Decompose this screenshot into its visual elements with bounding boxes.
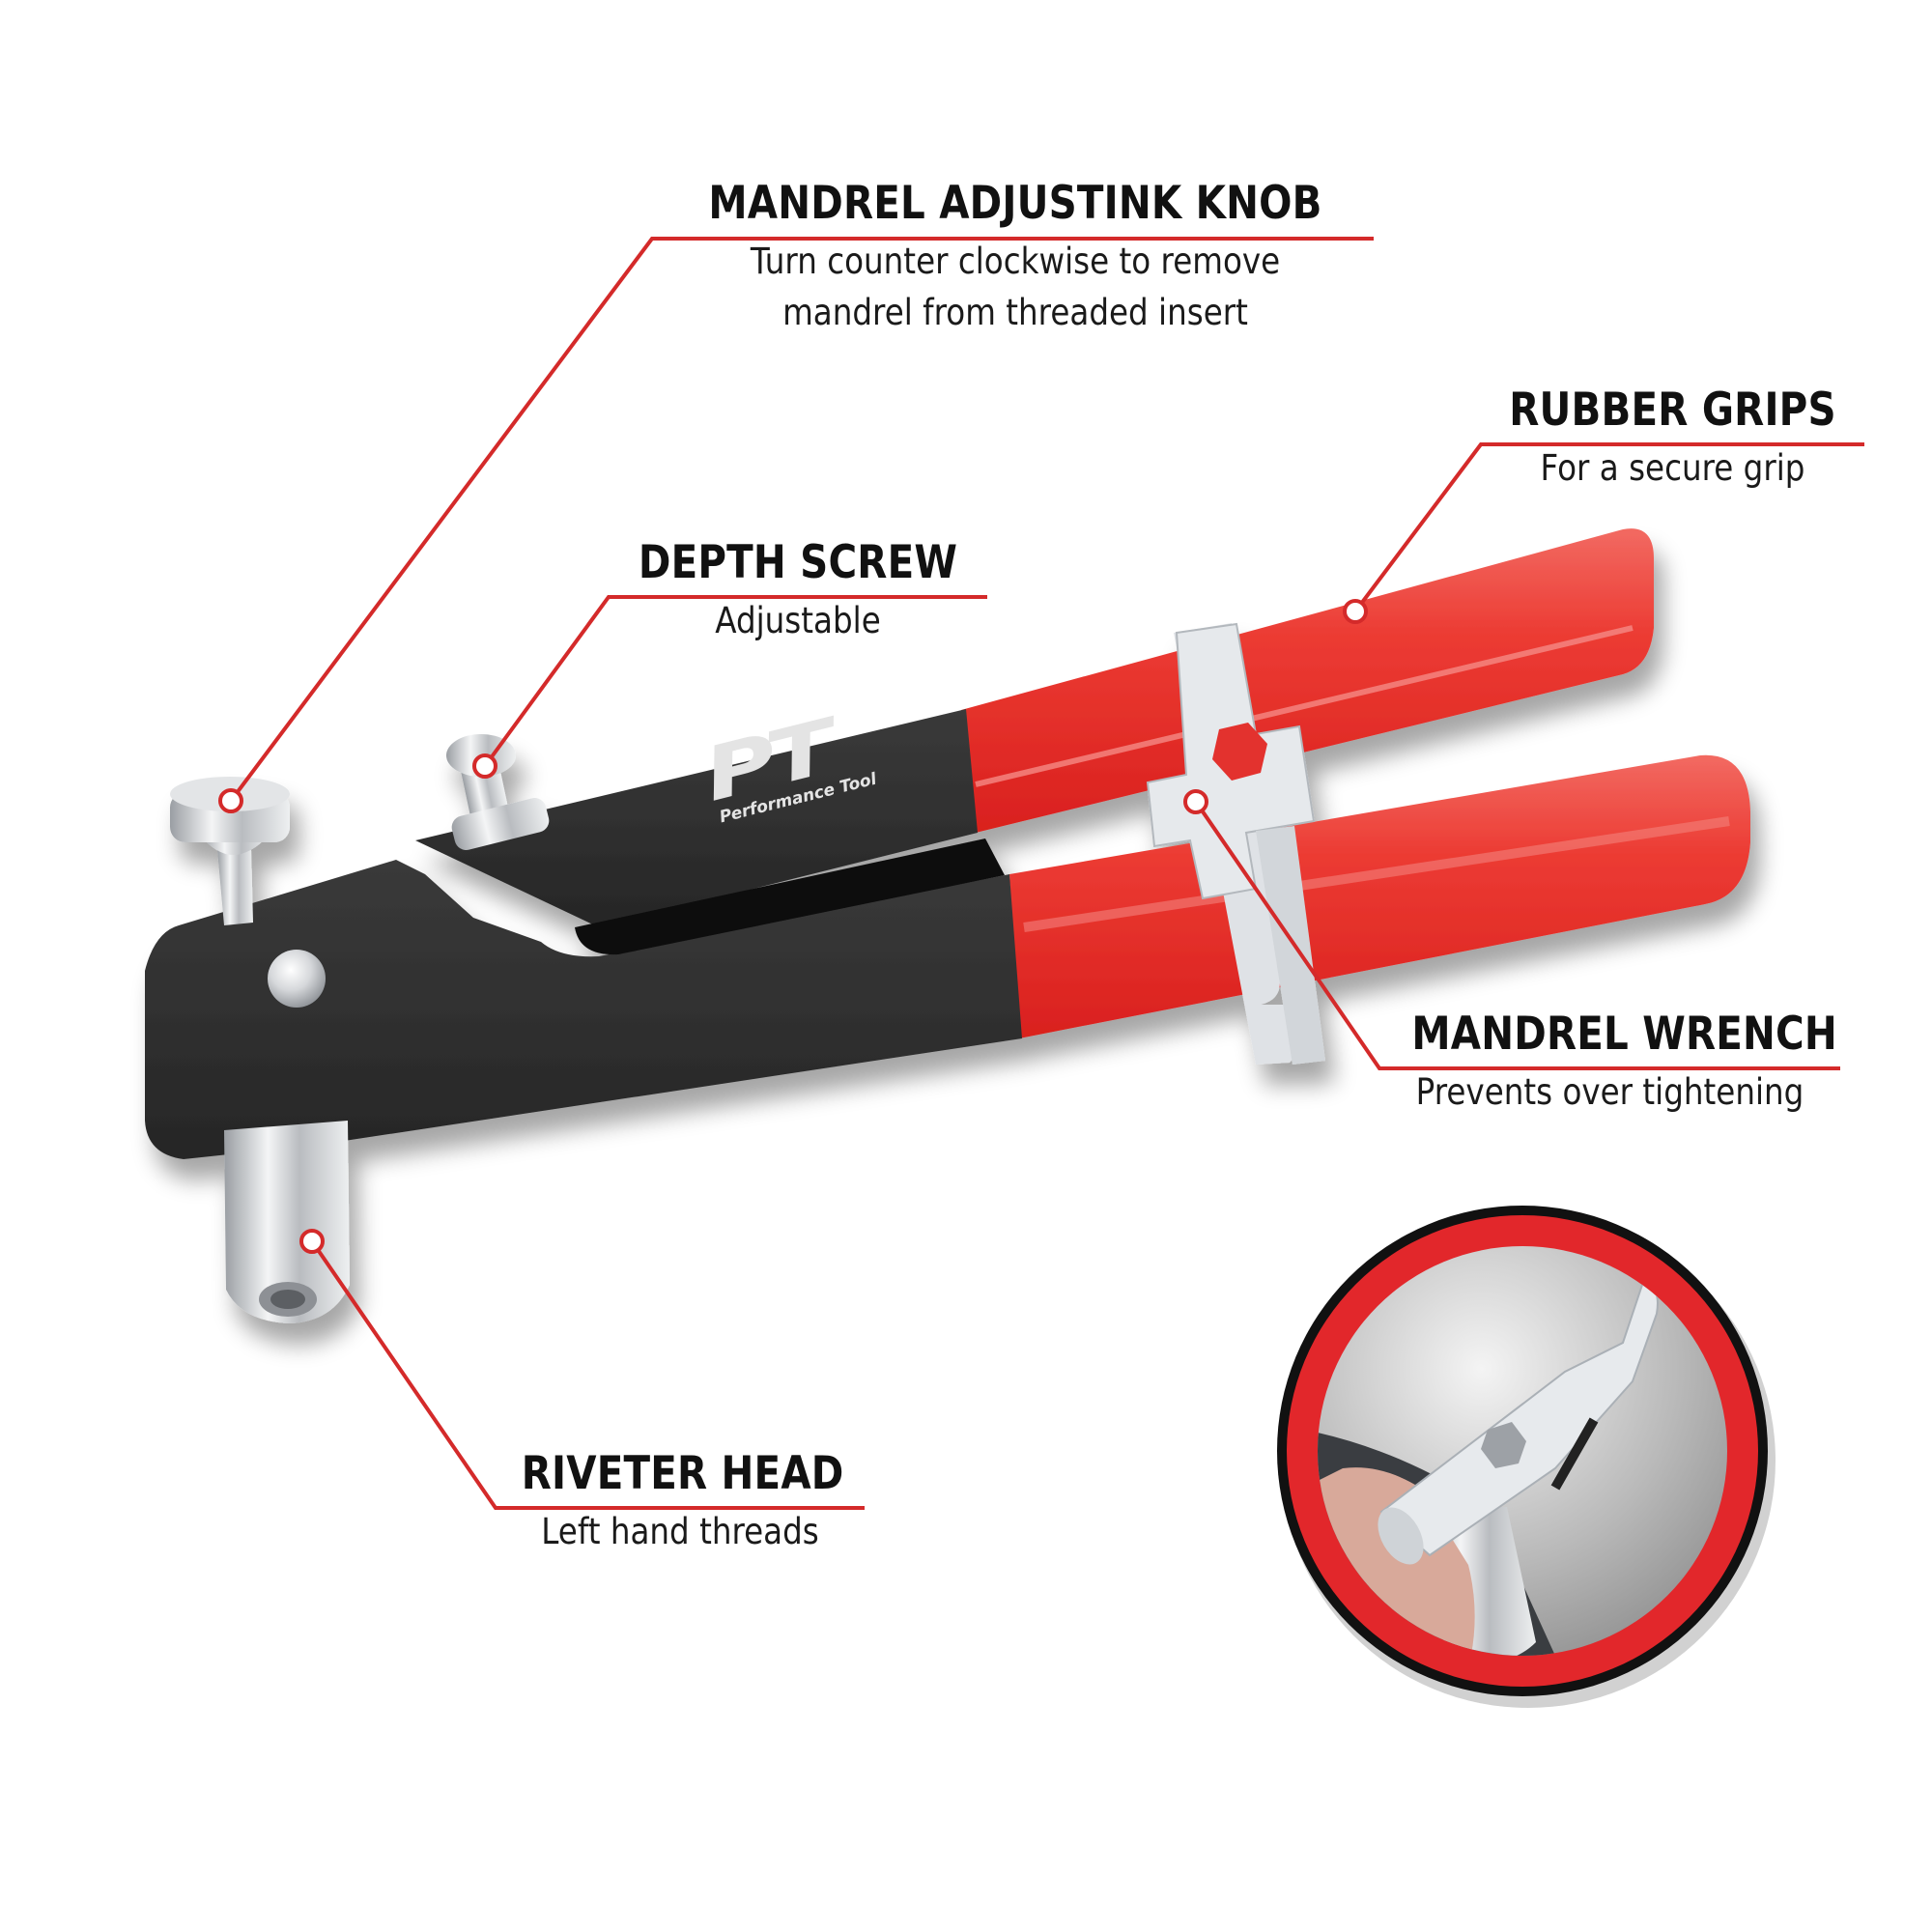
callout-title: DEPTH SCREW	[638, 536, 958, 589]
callout-title: MANDREL WRENCH	[1411, 1008, 1837, 1061]
leader-line-riveter	[310, 1239, 865, 1510]
inset-zoom-circle	[1277, 1206, 1776, 1708]
pivot-rivet	[268, 950, 326, 1008]
callout-mandrel-knob: MANDREL ADJUSTINK KNOB Turn counter cloc…	[657, 180, 1374, 338]
marker-knob	[218, 788, 243, 813]
callout-description-line: Turn counter clockwise to remove	[750, 241, 1281, 282]
callout-description-line: Left hand threads	[541, 1511, 819, 1552]
marker-depth	[472, 753, 497, 779]
leader-line-depth	[483, 595, 987, 768]
leader-line-wrench	[1194, 800, 1840, 1070]
upper-arm	[415, 709, 978, 927]
marker-wrench	[1183, 789, 1208, 814]
lower-rubber-grip	[1009, 754, 1750, 1038]
marker-dots	[218, 599, 1368, 1254]
riveter-body	[145, 860, 1022, 1159]
callout-title: RIVETER HEAD	[521, 1447, 844, 1500]
callout-depth-screw: DEPTH SCREW Adjustable	[609, 539, 987, 646]
callout-riveter-head: RIVETER HEAD Left hand threads	[496, 1450, 865, 1557]
leader-lines	[229, 237, 1864, 1510]
riveter-nozzle	[224, 1121, 350, 1323]
marker-grips	[1343, 599, 1368, 624]
callout-title: RUBBER GRIPS	[1509, 384, 1836, 437]
riveter-tool	[145, 528, 1750, 1323]
callout-title: MANDREL ADJUSTINK KNOB	[708, 177, 1322, 230]
callout-description-line: Adjustable	[715, 600, 881, 641]
leader-line-grips	[1353, 442, 1864, 613]
leader-line-knob	[229, 237, 1374, 803]
callout-description-line: Prevents over tightening	[1415, 1071, 1804, 1113]
upper-rubber-grip	[961, 528, 1654, 833]
callout-description-line: For a secure grip	[1540, 447, 1805, 489]
callout-rubber-grips: RUBBER GRIPS For a secure grip	[1481, 386, 1864, 494]
marker-riveter	[299, 1229, 325, 1254]
callout-description-line: mandrel from threaded insert	[782, 292, 1248, 333]
callout-mandrel-wrench: MANDREL WRENCH Prevents over tightening	[1379, 1010, 1840, 1118]
hex-opening	[1212, 723, 1267, 781]
